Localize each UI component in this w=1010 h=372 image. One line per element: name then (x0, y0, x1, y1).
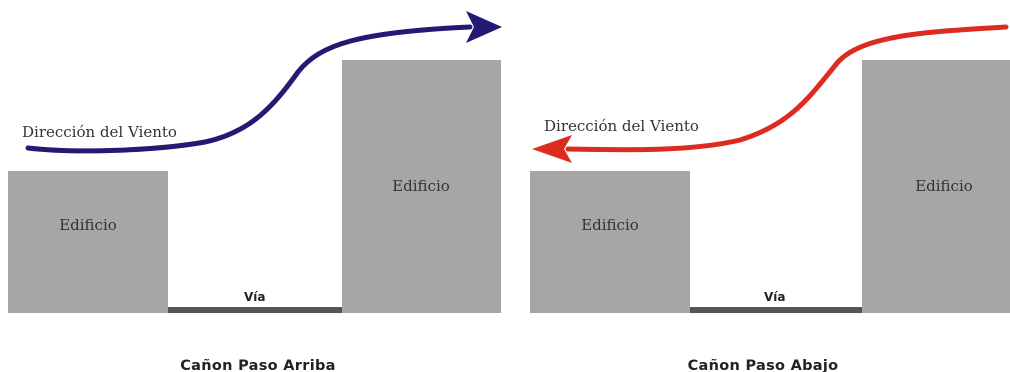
building-left (530, 171, 690, 313)
panel-caption: Cañon Paso Abajo (688, 358, 839, 372)
building-left-label: Edificio (581, 216, 639, 234)
building-left (8, 171, 168, 313)
road (690, 307, 864, 313)
road (168, 307, 344, 313)
building-left-label: Edificio (59, 216, 117, 234)
wind-direction-arrow-line (565, 24, 1009, 153)
wind-direction-arrow-line (25, 24, 473, 154)
building-right-label: Edificio (915, 177, 973, 195)
wind-direction-label: Dirección del Viento (544, 117, 699, 135)
road-label: Vía (764, 290, 786, 304)
wind-direction-arrowhead (532, 135, 572, 163)
panel-upstream-canyon: Vía Edificio Edificio Dirección del Vien… (8, 11, 502, 372)
wind-direction-label: Dirección del Viento (22, 123, 177, 141)
panel-caption: Cañon Paso Arriba (180, 358, 336, 372)
building-right-label: Edificio (392, 177, 450, 195)
road-label: Vía (244, 290, 266, 304)
building-right (862, 60, 1010, 313)
panel-downstream-canyon: Vía Edificio Edificio Dirección del Vien… (530, 24, 1010, 372)
wind-direction-arrowhead (466, 11, 502, 43)
building-right (342, 60, 501, 313)
